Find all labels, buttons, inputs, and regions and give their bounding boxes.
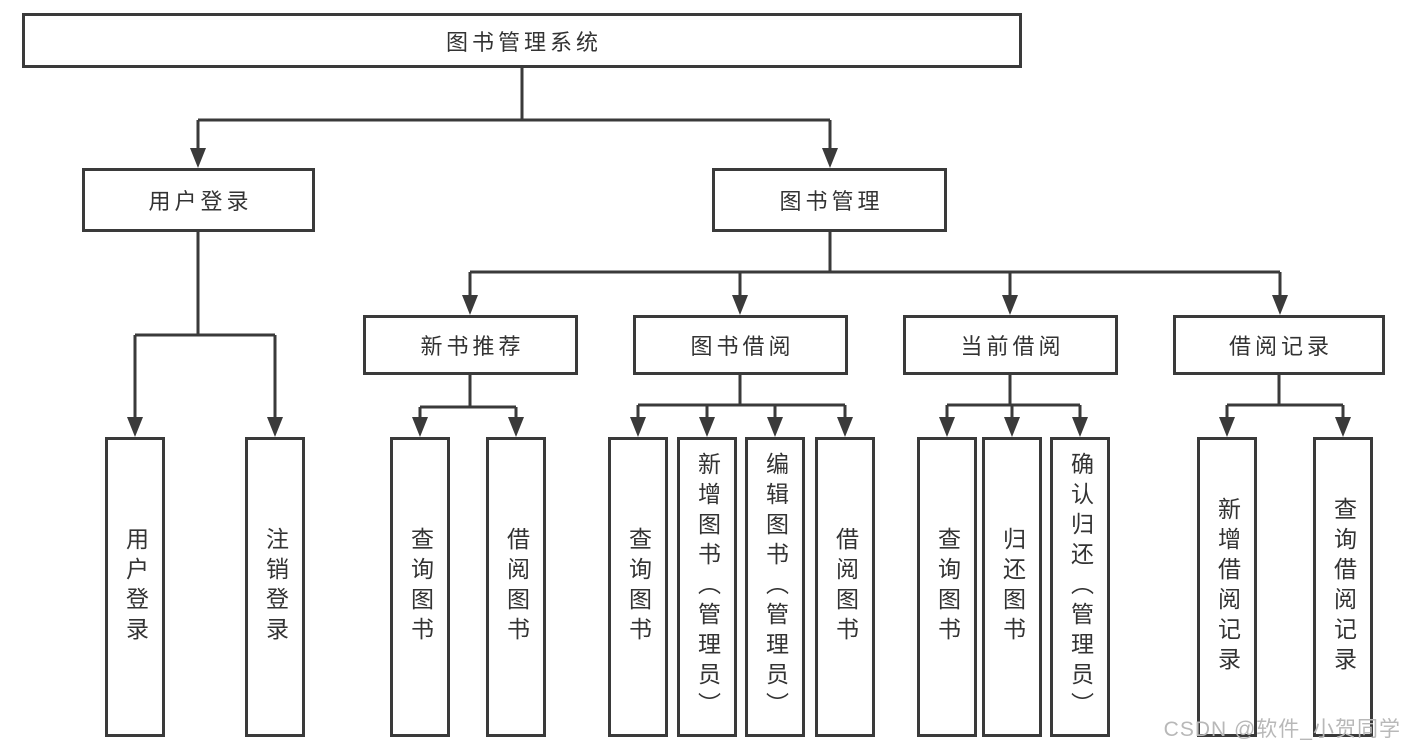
arrowhead — [462, 295, 478, 315]
arrowhead — [939, 417, 955, 437]
leaf-label: 借阅图书 — [832, 527, 859, 647]
leaf-edit-books-admin: 编辑图书（管理员） — [745, 437, 805, 737]
arrowhead — [508, 417, 524, 437]
leaf-borrow-books: 借阅图书 — [486, 437, 546, 737]
arrowhead — [767, 417, 783, 437]
leaf-query-books: 查询图书 — [390, 437, 450, 737]
leaf-return-books: 归还图书 — [982, 437, 1042, 737]
connector-path — [133, 232, 277, 419]
connector-path — [468, 232, 1282, 297]
leaf-logout: 注销登录 — [245, 437, 305, 737]
leaf-label: 借阅图书 — [503, 527, 530, 647]
arrowhead — [127, 417, 143, 437]
node-label: 用户登录 — [148, 189, 253, 214]
connector-path — [1225, 375, 1345, 421]
arrowhead — [822, 148, 838, 168]
leaf-label: 归还图书 — [999, 527, 1026, 647]
leaf-label: 新增图书（管理员） — [694, 452, 721, 722]
leaf-label: 用户登录 — [122, 527, 149, 647]
node-label: 新书推荐 — [420, 334, 525, 359]
arrowhead — [1004, 417, 1020, 437]
leaf-label: 编辑图书（管理员） — [762, 452, 789, 722]
connector-path — [945, 375, 1082, 421]
node-label: 当前借阅 — [960, 334, 1065, 359]
leaf-query-books: 查询图书 — [608, 437, 668, 737]
arrowhead — [1335, 417, 1351, 437]
leaf-borrow-books: 借阅图书 — [815, 437, 875, 737]
arrowhead — [267, 417, 283, 437]
csdn-watermark: CSDN @软件_小贺同学 — [1163, 718, 1401, 741]
node-book-borrow: 图书借阅 — [633, 315, 848, 375]
leaf-query-borrow-record: 查询借阅记录 — [1313, 437, 1373, 737]
node-label: 图书管理系统 — [445, 29, 602, 55]
arrowhead — [732, 295, 748, 315]
leaf-user-login: 用户登录 — [105, 437, 165, 737]
arrowhead — [412, 417, 428, 437]
node-book-management: 图书管理 — [712, 168, 947, 232]
arrowhead — [1272, 295, 1288, 315]
leaf-label: 查询图书 — [625, 527, 652, 647]
connector-path — [636, 375, 847, 421]
leaf-label: 新增借阅记录 — [1214, 497, 1241, 677]
leaf-query-books: 查询图书 — [917, 437, 977, 737]
connector-path — [196, 68, 832, 150]
node-label: 借阅记录 — [1228, 334, 1333, 359]
connector-path — [418, 375, 518, 421]
leaf-label: 查询图书 — [934, 527, 961, 647]
leaf-label: 确认归还（管理员） — [1067, 452, 1094, 722]
node-label: 图书管理 — [779, 189, 884, 214]
arrowhead — [1002, 295, 1018, 315]
node-current-borrow: 当前借阅 — [903, 315, 1118, 375]
node-label: 图书借阅 — [690, 334, 795, 359]
arrowhead — [630, 417, 646, 437]
node-user-login: 用户登录 — [82, 168, 315, 232]
leaf-add-books-admin: 新增图书（管理员） — [677, 437, 737, 737]
arrowhead — [1072, 417, 1088, 437]
arrowhead — [699, 417, 715, 437]
arrowhead — [837, 417, 853, 437]
arrowhead — [190, 148, 206, 168]
arrowhead — [1219, 417, 1235, 437]
node-library-management-system: 图书管理系统 — [22, 13, 1022, 68]
leaf-add-borrow-record: 新增借阅记录 — [1197, 437, 1257, 737]
leaf-label: 查询图书 — [407, 527, 434, 647]
leaf-confirm-return-admin: 确认归还（管理员） — [1050, 437, 1110, 737]
leaf-label: 查询借阅记录 — [1330, 497, 1357, 677]
node-new-book-recommend: 新书推荐 — [363, 315, 578, 375]
node-borrow-records: 借阅记录 — [1173, 315, 1385, 375]
leaf-label: 注销登录 — [262, 527, 289, 647]
